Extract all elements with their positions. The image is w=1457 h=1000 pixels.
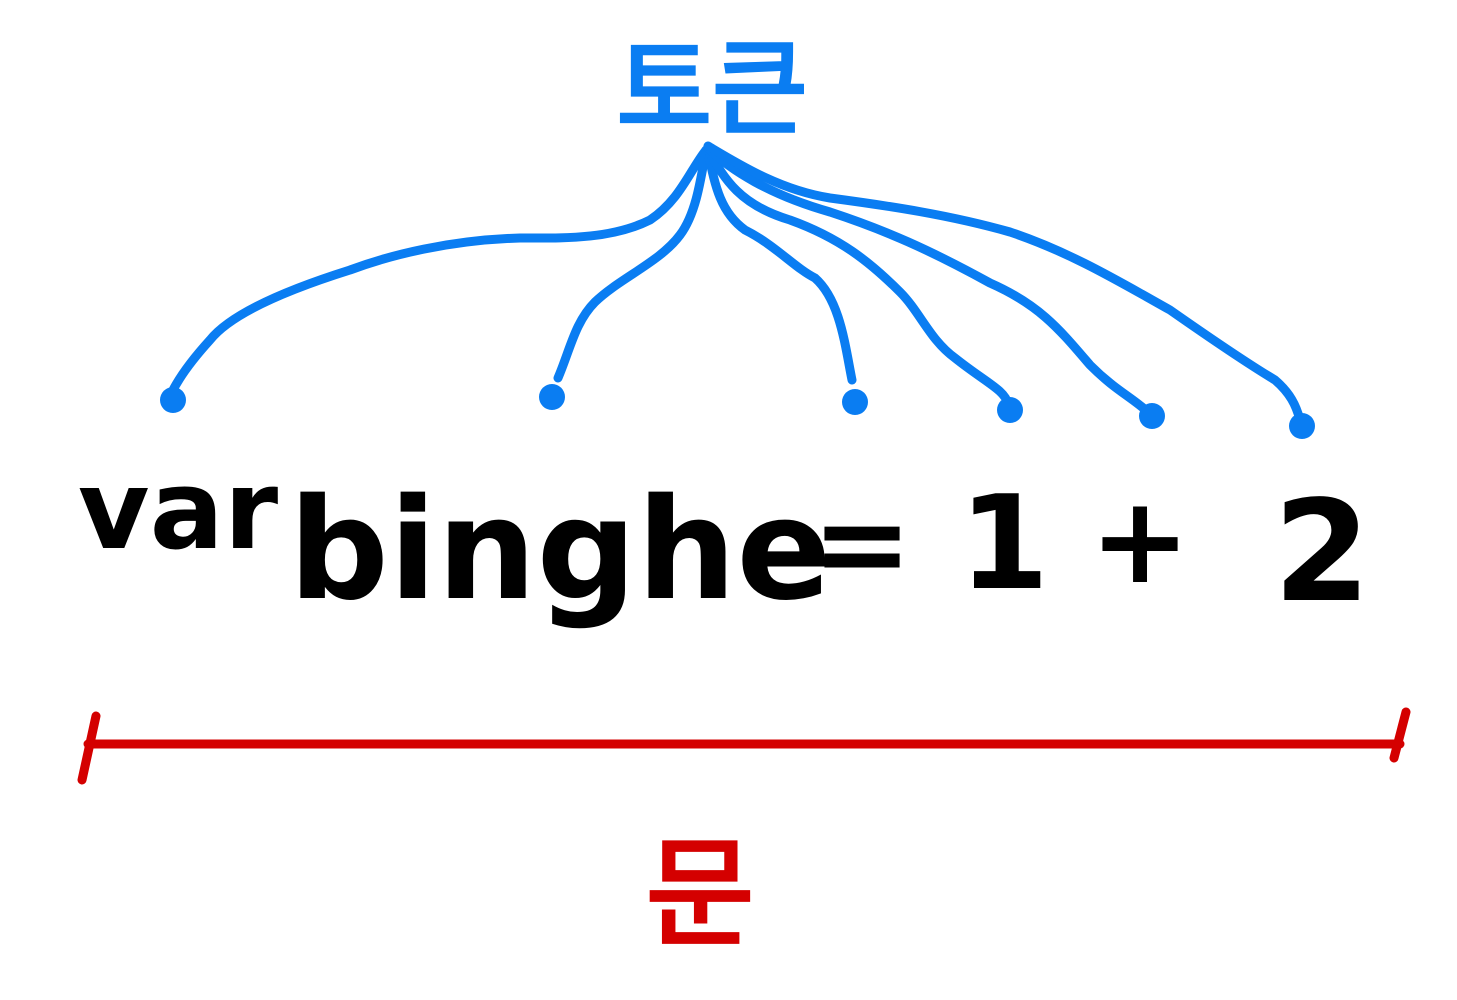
token-equals: = (812, 475, 913, 614)
connector-one (703, 145, 1013, 409)
connector-two (703, 141, 1305, 425)
span-left-tick (77, 711, 101, 785)
endpoint-plus (1139, 403, 1165, 429)
token-plus: + (1090, 472, 1191, 611)
token-two: 2 (1273, 471, 1370, 634)
endpoint-two (1289, 413, 1315, 439)
span-right-tick (1389, 707, 1411, 763)
connector-plus (703, 143, 1153, 417)
token-binghe: binghe (289, 469, 832, 632)
connector-binghe (553, 145, 711, 383)
token-one: 1 (959, 467, 1049, 619)
endpoint-equals (842, 389, 868, 415)
statement-span (77, 707, 1411, 785)
token-label: 토큰 (616, 28, 807, 150)
connector-var (167, 145, 711, 397)
endpoint-var (160, 387, 186, 413)
connector-equals (703, 147, 857, 385)
statement-label: 문 (646, 825, 755, 963)
endpoint-one (997, 397, 1023, 423)
token-endpoints (160, 384, 1315, 439)
token-connectors (167, 141, 1305, 425)
statement-tokens: var binghe = 1 + 2 (78, 446, 1371, 634)
endpoint-binghe (539, 384, 565, 410)
token-var: var (78, 446, 278, 574)
